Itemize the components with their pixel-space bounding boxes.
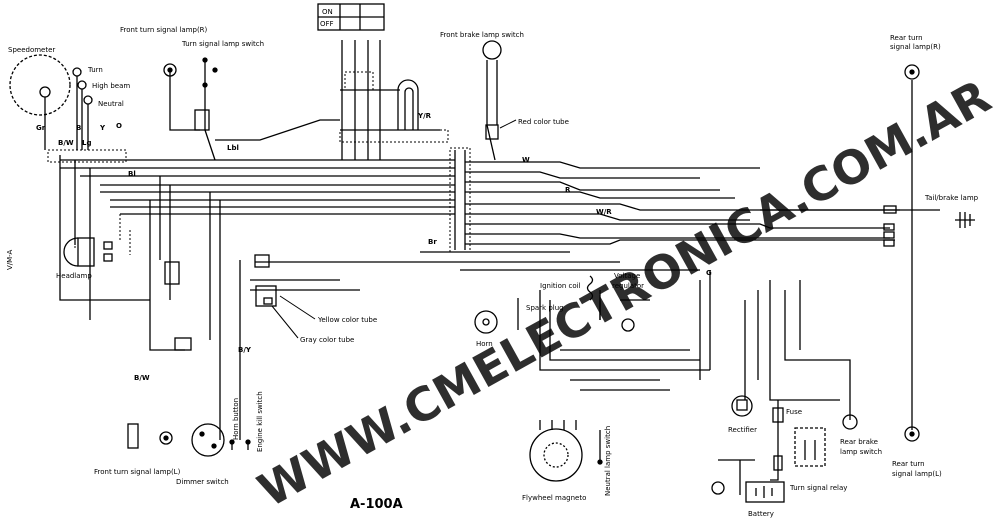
front-turn-lamp-r-label: Front turn signal lamp(R) [120, 26, 208, 34]
front-brake-lamp-switch [482, 40, 502, 140]
tail-brake-lamp-label: Tail/brake lamp [924, 194, 979, 202]
speedometer [9, 54, 93, 150]
engine-kill-switch-label: Engine kill switch [256, 391, 264, 452]
neutral-label: Neutral [98, 100, 124, 108]
wire-label-o: O [116, 122, 122, 130]
battery-label: Battery [748, 510, 774, 518]
rear-brake-lamp-switch [842, 414, 858, 430]
flywheel-magneto [529, 420, 583, 482]
tube-pointers [271, 295, 316, 339]
wire-label-g: G [706, 269, 712, 277]
wiring-harness [59, 40, 940, 495]
off-label: OFF [320, 20, 334, 28]
wire-label-r: R [565, 186, 571, 194]
high-beam-label: High beam [92, 82, 130, 90]
dimmer-switch-label: Dimmer switch [176, 478, 229, 486]
wire-label-yr: Y/R [417, 112, 432, 120]
main-switch-box [317, 3, 385, 31]
side-label: V/M-A [6, 249, 14, 270]
wire-label-bl: Bl [128, 170, 136, 178]
tube-connector-block [164, 254, 277, 307]
flywheel-magneto-label: Flywheel magneto [522, 494, 586, 502]
dimmer-switch [191, 423, 225, 457]
rear-turn-lamp-l-label-1: Rear turn [892, 460, 925, 468]
rear-brake-switch-label-2: lamp switch [840, 448, 882, 456]
harness-sheaths [47, 71, 471, 255]
red-tube-pointer [499, 119, 517, 129]
wire-label-w: W [522, 156, 530, 164]
front-brake-switch-label: Front brake lamp switch [440, 31, 524, 39]
wire-label-wr: W/R [596, 208, 612, 216]
tail-brake-lamp [883, 205, 975, 247]
rear-turn-lamp-left [904, 426, 920, 442]
rectifier [731, 395, 753, 417]
rear-brake-switch-label-1: Rear brake [840, 438, 878, 446]
rectifier-label: Rectifier [728, 426, 757, 434]
horn [474, 310, 498, 334]
wire-label-lbl: Lbl [227, 144, 239, 152]
turn-signal-switch [194, 57, 218, 131]
loop-connector [397, 79, 419, 130]
on-label: ON [322, 8, 333, 16]
voltage-regulator-label-2: regulator [612, 282, 644, 290]
wire-label-gr: Gr [36, 124, 46, 132]
rear-turn-lamp-right [904, 64, 920, 80]
turn-label: Turn [87, 66, 103, 74]
turn-signal-switch-label: Turn signal lamp switch [181, 40, 264, 48]
rear-turn-lamp-r-label-2: signal lamp(R) [890, 43, 941, 51]
handlebar-switches [174, 337, 251, 450]
wire-label-by: B/Y [238, 346, 252, 354]
wire-label-lg: Lg [82, 139, 91, 147]
front-turn-lamp-left [127, 423, 173, 449]
speedometer-label: Speedometer [8, 46, 55, 54]
turn-signal-relay [794, 427, 826, 467]
spark-plug-label: Spark plug [526, 304, 564, 312]
front-turn-lamp-right [163, 63, 177, 77]
turn-signal-relay-label: Turn signal relay [789, 484, 847, 492]
horn-label: Horn [476, 340, 493, 348]
gray-color-tube-label: Gray color tube [300, 336, 354, 344]
rear-turn-lamp-r-label-1: Rear turn [890, 34, 923, 42]
diagram-title: A-100A [350, 497, 403, 512]
red-color-tube-label: Red color tube [518, 118, 569, 126]
ignition-coil [586, 275, 635, 332]
rear-turn-lamp-l-label-2: signal lamp(L) [892, 470, 942, 478]
voltage-regulator-label-1: Voltage [614, 272, 640, 280]
yellow-color-tube-label: Yellow color tube [317, 316, 377, 324]
wire-label-bw-lower: B/W [134, 374, 150, 382]
headlamp-label: Headlamp [56, 272, 92, 280]
headlamp [63, 237, 113, 267]
front-turn-lamp-l-label: Front turn signal lamp(L) [94, 468, 181, 476]
ignition-coil-label: Ignition coil [540, 282, 581, 290]
wire-label-bw: B/W [58, 139, 74, 147]
watermark-text: WWW.CMELECTRONICA.COM.AR [249, 69, 995, 518]
neutral-lamp-switch [597, 430, 603, 465]
neutral-lamp-switch-label: Neutral lamp switch [604, 426, 612, 496]
battery [711, 455, 785, 503]
wire-label-b: B [76, 124, 81, 132]
wire-label-br: Br [428, 238, 437, 246]
horn-button-label: Horn button [232, 398, 240, 440]
wire-label-y: Y [99, 124, 106, 132]
fuse-label: Fuse [786, 408, 802, 416]
fuse [772, 407, 784, 423]
